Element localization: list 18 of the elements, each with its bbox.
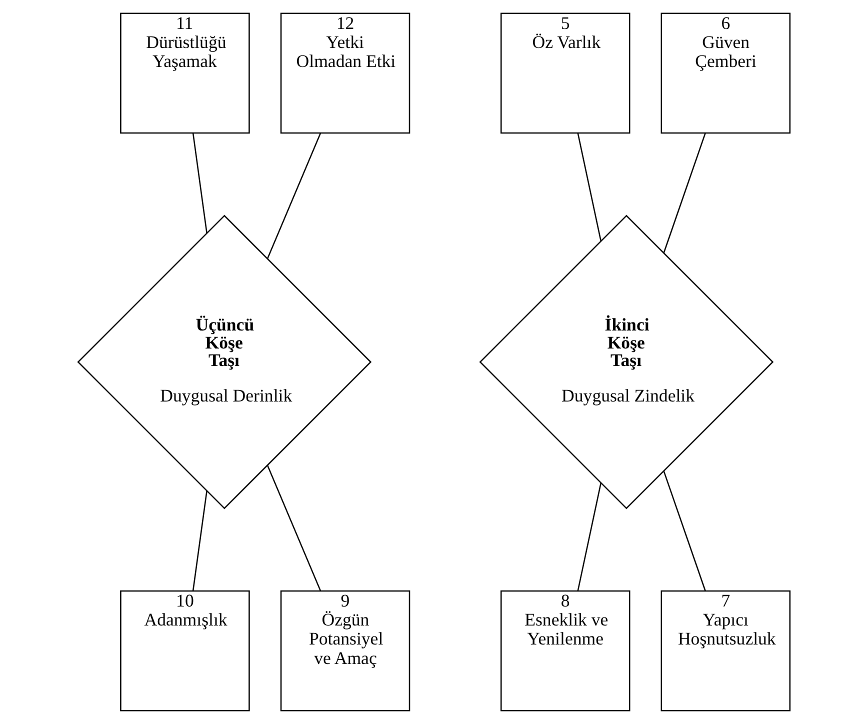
node-box: 9 Özgün Potansiyel ve Amaç	[280, 590, 410, 712]
node-box: 6 Güven Çemberi	[660, 12, 791, 134]
node-box: 10 Adanmışlık	[120, 590, 250, 712]
connector	[663, 470, 706, 591]
connector	[577, 132, 602, 241]
node-box: 11 Dürüstlüğü Yaşamak	[120, 12, 250, 134]
connector	[192, 490, 208, 591]
connector	[266, 132, 322, 259]
connector	[577, 482, 602, 591]
node-box: 8 Esneklik ve Yenilenme	[500, 590, 630, 712]
connector	[663, 132, 706, 254]
connector	[192, 133, 208, 234]
node-diamond: Üçüncü Köşe Taşı Duygusal Derinlik	[77, 214, 372, 510]
node-box: 7 Yapıcı Hoşnutsuzluk	[660, 590, 791, 712]
node-box: 12 Yetki Olmadan Etki	[280, 12, 410, 134]
node-diamond: İkinci Köşe Taşı Duygusal Zindelik	[479, 214, 774, 510]
connector	[266, 465, 322, 592]
node-box: 5 Öz Varlık	[500, 12, 630, 134]
